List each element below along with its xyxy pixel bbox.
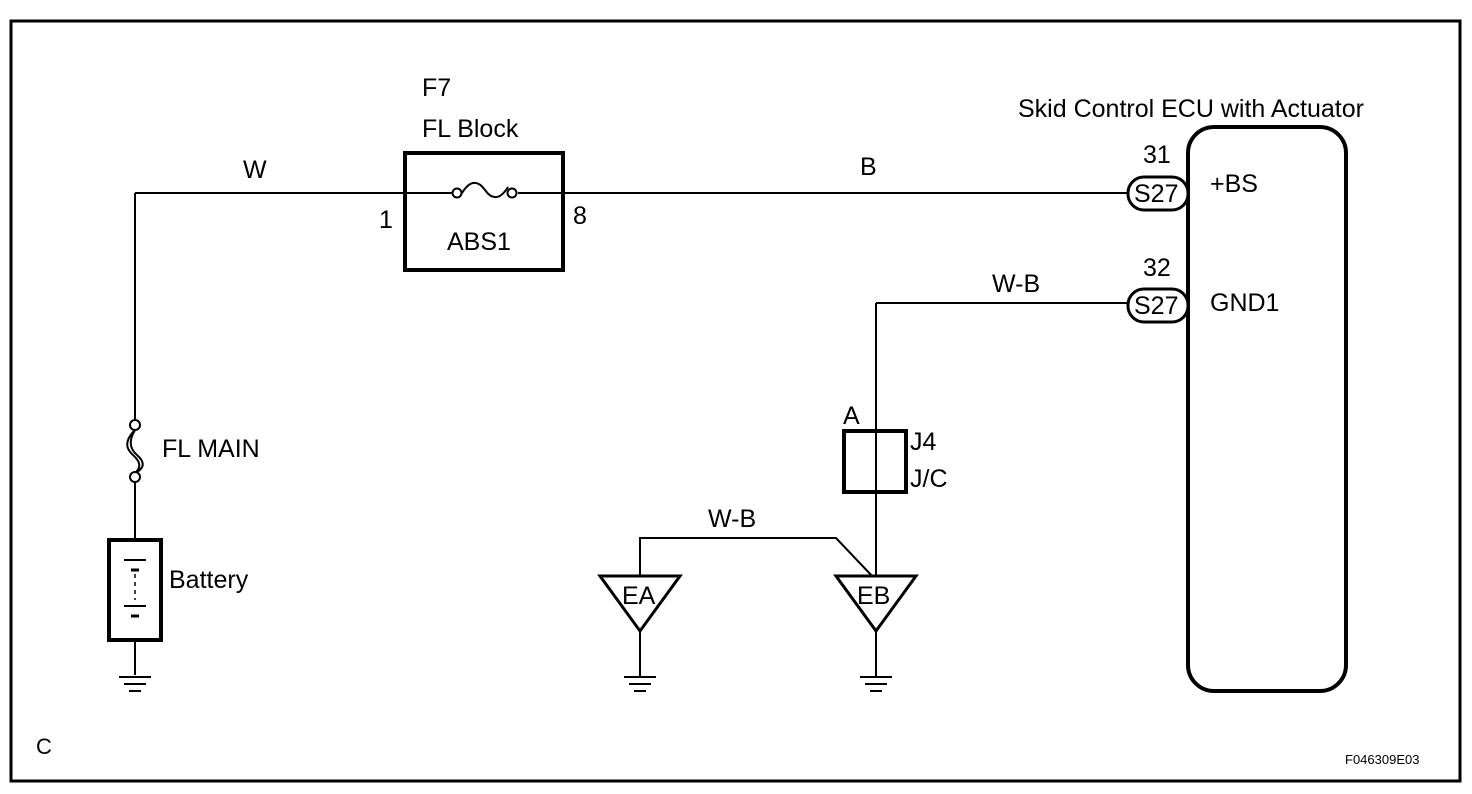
fl-main-fusible-link-icon bbox=[126, 419, 144, 483]
ecu-connector: S27 bbox=[1134, 180, 1178, 208]
diagram-frame bbox=[9, 19, 1462, 783]
wire-color-ground-link: W-B bbox=[708, 505, 756, 533]
ecu-pin-number: 31 bbox=[1143, 141, 1171, 169]
ground-icon bbox=[624, 676, 656, 692]
connector-s27-pin-32: 32 S27 GND1 bbox=[1126, 254, 1279, 324]
ecu-connector: S27 bbox=[1134, 292, 1178, 320]
battery-label: Battery bbox=[169, 566, 249, 594]
ecu-title: Skid Control ECU with Actuator bbox=[1018, 95, 1364, 123]
ecu-pin-number: 32 bbox=[1143, 254, 1171, 282]
ground-point-ea: EA bbox=[597, 574, 683, 692]
ecu-signal: +BS bbox=[1210, 170, 1258, 198]
junction-pin: A bbox=[843, 402, 860, 430]
ecu-signal: GND1 bbox=[1210, 289, 1279, 317]
junction-type: J/C bbox=[910, 465, 948, 493]
connector-s27-pin-31: 31 S27 +BS bbox=[1126, 141, 1258, 212]
battery-icon bbox=[107, 538, 163, 642]
corner-letter: C bbox=[36, 734, 52, 759]
wire-color-b: B bbox=[860, 153, 877, 181]
ground-icon bbox=[860, 676, 892, 692]
fl-block-pin-in: 1 bbox=[379, 206, 393, 234]
ground-point-label: EB bbox=[857, 582, 890, 610]
fuse-label: ABS1 bbox=[447, 228, 511, 256]
fl-block: F7 FL Block ABS1 1 8 bbox=[379, 74, 587, 272]
fl-block-connector: F7 bbox=[422, 74, 451, 102]
junction-connector-j4: A J4 J/C bbox=[842, 402, 948, 494]
skid-control-ecu: Skid Control ECU with Actuator 31 S27 +B… bbox=[1018, 95, 1364, 693]
junction-id: J4 bbox=[910, 428, 937, 456]
wire-color-w: W bbox=[243, 156, 267, 184]
battery-branch: W FL MAIN Battery bbox=[107, 156, 405, 692]
wire-color-w-b: W-B bbox=[992, 270, 1040, 298]
ground-point-label: EA bbox=[622, 582, 656, 610]
fl-block-name: FL Block bbox=[422, 115, 519, 143]
figure-code: F046309E03 bbox=[1345, 752, 1419, 767]
fuse-icon bbox=[451, 181, 518, 199]
ground-point-eb: EB bbox=[833, 538, 919, 692]
fl-block-pin-out: 8 bbox=[573, 202, 587, 230]
ground-icon bbox=[119, 676, 151, 692]
fl-main-label: FL MAIN bbox=[162, 435, 260, 463]
